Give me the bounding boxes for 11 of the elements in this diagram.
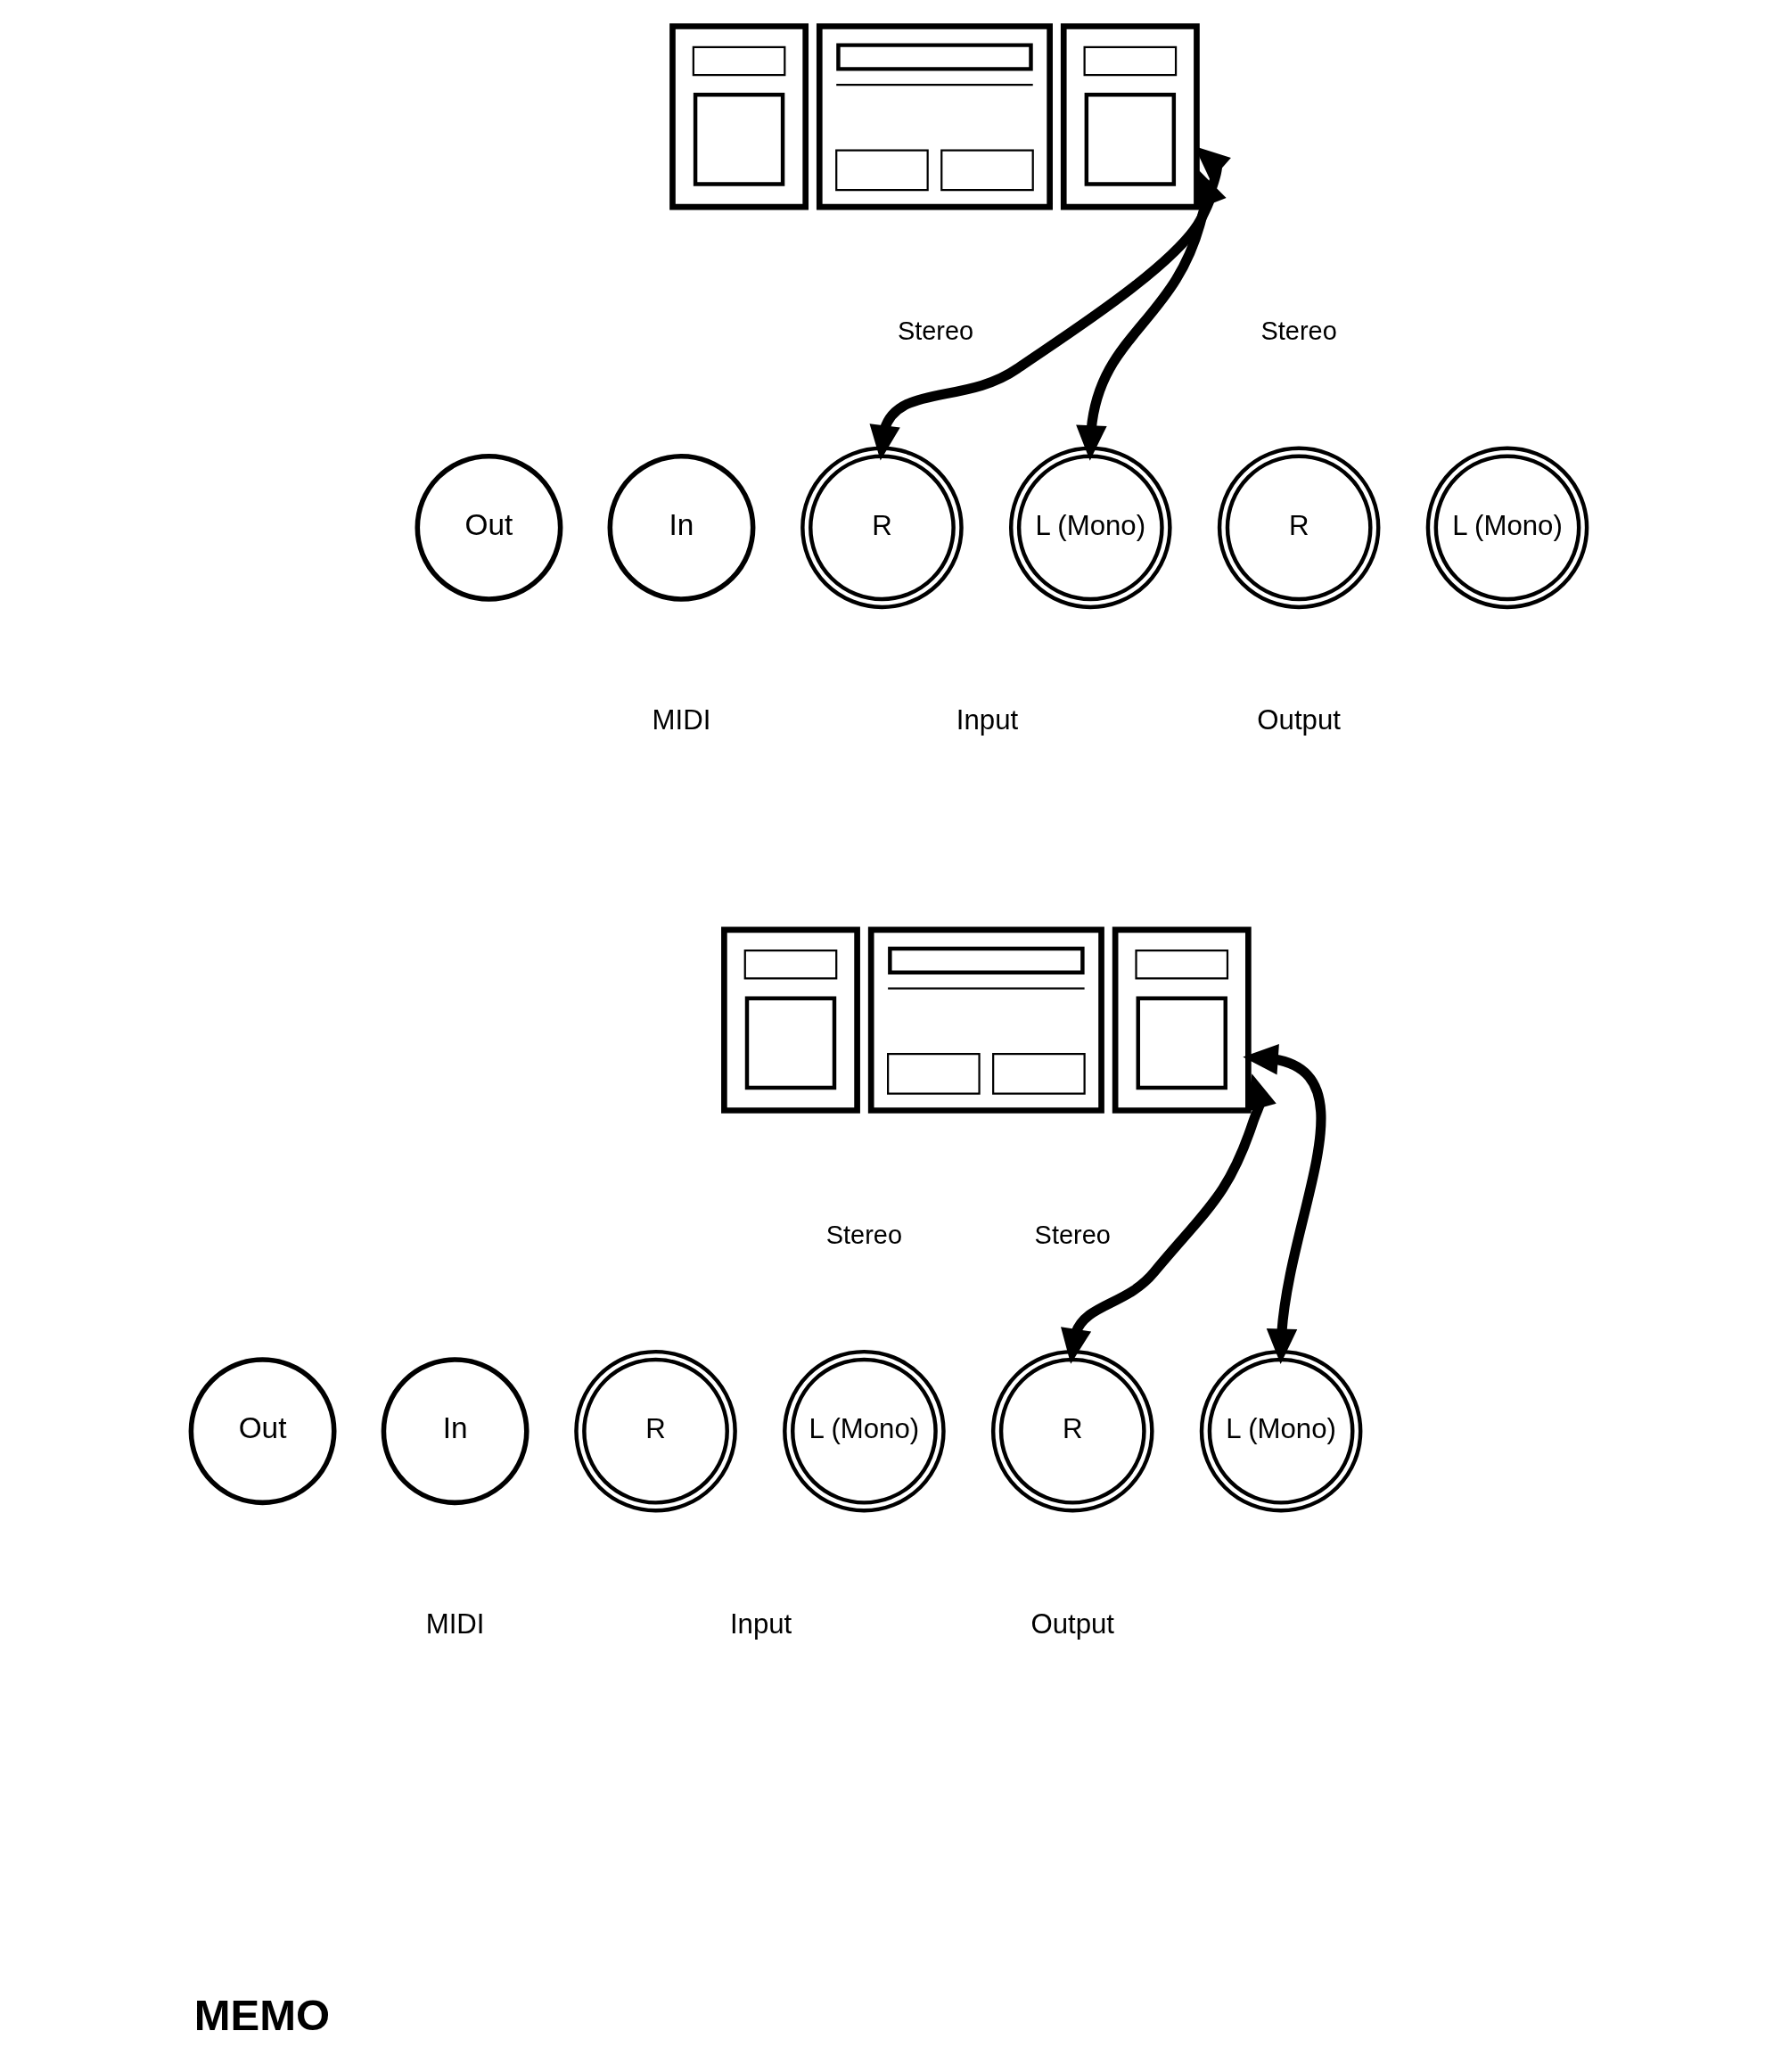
label: Stereo (1034, 1220, 1111, 1249)
label: Stereo (1260, 317, 1337, 346)
label: Input (729, 1607, 792, 1640)
label: Input (956, 704, 1019, 736)
label: Stereo (897, 317, 974, 346)
label: MEMO (193, 1990, 331, 2039)
label: MIDI (652, 704, 711, 736)
label: Stereo (825, 1220, 903, 1249)
label: Output (1030, 1607, 1115, 1640)
label: MIDI (425, 1607, 485, 1640)
label: Output (1257, 704, 1341, 736)
